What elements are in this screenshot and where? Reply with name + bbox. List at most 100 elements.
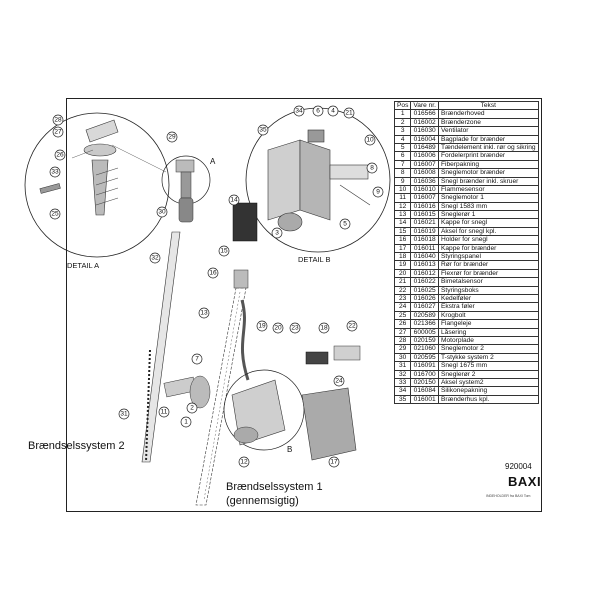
callout-5: 5 bbox=[339, 218, 351, 230]
cell-vare: 016040 bbox=[410, 252, 439, 262]
svg-text:25: 25 bbox=[51, 211, 59, 218]
svg-text:33: 33 bbox=[51, 169, 59, 176]
svg-text:34: 34 bbox=[295, 108, 303, 115]
svg-text:20: 20 bbox=[274, 325, 282, 332]
cell-vare: 016019 bbox=[410, 226, 439, 237]
cell-tekst: Kappe for snegl bbox=[437, 218, 539, 228]
cell-tekst: Låsering bbox=[437, 327, 539, 337]
cell-pos: 33 bbox=[393, 377, 412, 388]
detail-b-view bbox=[245, 107, 391, 253]
cell-pos: 25 bbox=[393, 310, 412, 321]
cell-vare: 016700 bbox=[410, 369, 439, 379]
header-pos: Pos bbox=[393, 100, 412, 111]
svg-text:19: 19 bbox=[258, 323, 266, 330]
cell-pos: 20 bbox=[393, 268, 412, 279]
cell-pos: 27 bbox=[393, 327, 412, 337]
svg-text:14: 14 bbox=[230, 197, 238, 204]
cell-tekst: Styringspanel bbox=[437, 252, 539, 262]
cell-pos: 35 bbox=[393, 394, 412, 405]
cell-pos: 19 bbox=[393, 260, 412, 270]
cell-pos: 12 bbox=[393, 201, 412, 212]
cell-vare: 020589 bbox=[410, 310, 439, 321]
cell-pos: 4 bbox=[393, 134, 412, 144]
cell-vare: 016010 bbox=[410, 184, 439, 195]
cell-vare: 021366 bbox=[410, 319, 439, 329]
cell-vare: 016002 bbox=[410, 117, 439, 128]
cell-tekst: Sneglerør 2 bbox=[437, 369, 539, 379]
cell-pos: 15 bbox=[393, 226, 412, 237]
cell-vare: 016022 bbox=[410, 277, 439, 287]
svg-text:10: 10 bbox=[366, 137, 374, 144]
cell-pos: 28 bbox=[393, 335, 412, 346]
cell-vare: 016018 bbox=[410, 235, 439, 245]
callout-2: 2 bbox=[186, 402, 198, 414]
cell-pos: 21 bbox=[393, 277, 412, 287]
cell-vare: 016030 bbox=[410, 126, 439, 136]
callout-28: 28 bbox=[52, 114, 64, 126]
callout-4: 4 bbox=[327, 105, 339, 117]
cell-tekst: Snegl 1583 mm bbox=[437, 201, 539, 212]
cell-pos: 26 bbox=[393, 319, 412, 329]
svg-text:21: 21 bbox=[345, 110, 353, 117]
cell-pos: 29 bbox=[393, 344, 412, 354]
cell-vare: 020150 bbox=[410, 377, 439, 388]
svg-text:28: 28 bbox=[54, 117, 62, 124]
cell-pos: 24 bbox=[393, 302, 412, 312]
callout-32: 32 bbox=[149, 252, 161, 264]
cell-tekst: Flexrør for brænder bbox=[437, 268, 539, 279]
callout-19: 19 bbox=[256, 320, 268, 332]
cell-vare: 016489 bbox=[410, 142, 439, 153]
callout-9: 9 bbox=[372, 186, 384, 198]
cell-vare: 016084 bbox=[410, 386, 439, 396]
cell-pos: 13 bbox=[393, 210, 412, 220]
cell-vare: 016013 bbox=[410, 260, 439, 270]
cell-tekst: Brænderhus kpl. bbox=[437, 394, 539, 405]
callout-23: 23 bbox=[289, 322, 301, 334]
callout-11: 11 bbox=[158, 406, 170, 418]
cell-pos: 16 bbox=[393, 235, 412, 245]
svg-text:3: 3 bbox=[275, 230, 279, 237]
cell-pos: 8 bbox=[393, 168, 412, 178]
callout-1: 1 bbox=[180, 416, 192, 428]
cell-pos: 32 bbox=[393, 369, 412, 379]
callout-24: 24 bbox=[333, 375, 345, 387]
cell-tekst: T-stykke system 2 bbox=[437, 352, 539, 363]
detail-a-view bbox=[24, 112, 170, 258]
callout-17: 17 bbox=[328, 456, 340, 468]
cell-vare: 016007 bbox=[410, 193, 439, 203]
svg-text:24: 24 bbox=[335, 378, 343, 385]
callout-3: 3 bbox=[271, 227, 283, 239]
cell-tekst: Aksel system2 bbox=[437, 377, 539, 388]
cell-vare: 016007 bbox=[410, 159, 439, 170]
cell-vare: 016025 bbox=[410, 285, 439, 296]
cell-pos: 9 bbox=[393, 176, 412, 186]
callout-35: 35 bbox=[257, 124, 269, 136]
svg-text:32: 32 bbox=[151, 255, 159, 262]
cell-pos: 22 bbox=[393, 285, 412, 296]
callout-16: 16 bbox=[207, 267, 219, 279]
callout-30: 30 bbox=[156, 206, 168, 218]
cell-tekst: Flangeleje bbox=[437, 319, 539, 329]
svg-text:6: 6 bbox=[316, 108, 320, 115]
cell-tekst: Silikonepakning bbox=[437, 386, 539, 396]
cell-vare: 020595 bbox=[410, 352, 439, 363]
detail-a-label: DETAIL A bbox=[67, 261, 99, 270]
svg-text:5: 5 bbox=[343, 221, 347, 228]
cell-tekst: Bagplade for brænder bbox=[437, 134, 539, 144]
fuel-system-2-label: Brændselssystem 2 bbox=[28, 440, 125, 452]
